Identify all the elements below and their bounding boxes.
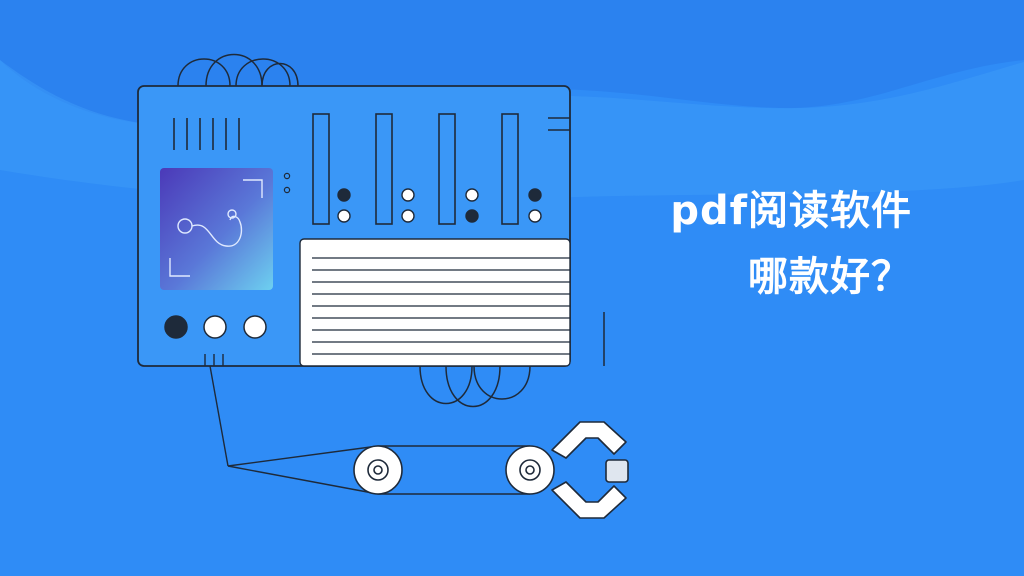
- headline-line-2: 哪款好？: [748, 254, 912, 300]
- control-buttons: [164, 315, 267, 339]
- indicator-dots: [283, 172, 291, 194]
- top-coils: [177, 53, 299, 87]
- headline: pdf阅读软件 哪款好？: [670, 178, 912, 310]
- tick-marks: [173, 117, 570, 150]
- arm-linkage: [209, 365, 530, 495]
- cable-ticks: [204, 354, 224, 366]
- slider-channels: [312, 113, 519, 225]
- bottom-coils: [419, 365, 531, 408]
- slider-knobs: [337, 188, 542, 223]
- paper-lines: [312, 257, 570, 355]
- paper-printout: [299, 238, 571, 367]
- gripper-claw: [551, 421, 629, 519]
- screen: [160, 168, 273, 290]
- arm-pulleys: [353, 445, 555, 495]
- headline-line-1: pdf阅读软件: [670, 188, 912, 234]
- screen-hook-icon: [169, 179, 263, 277]
